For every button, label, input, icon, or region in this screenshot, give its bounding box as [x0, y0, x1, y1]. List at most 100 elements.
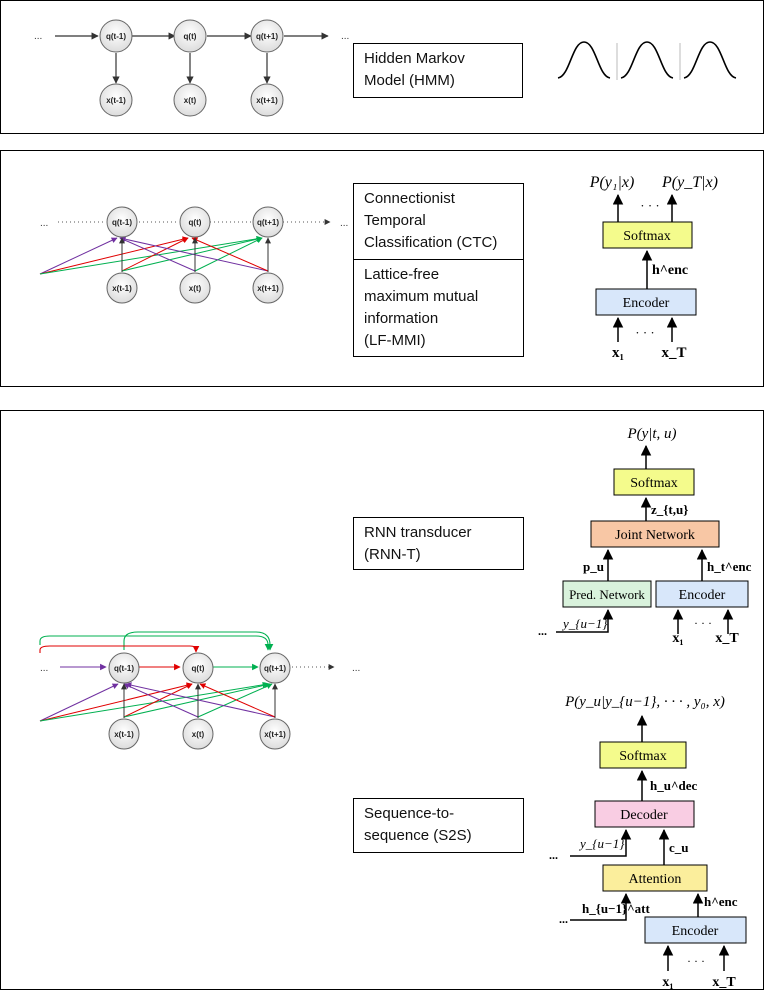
ctc-output-first: P(y₁|x)	[589, 174, 635, 191]
ctc-architecture: P(y₁|x) P(y_T|x) · · · Softmax h^enc Enc…	[589, 174, 718, 361]
rnnt-pred-label: Pred. Network	[569, 587, 645, 602]
gaussian-mixture-icon	[557, 41, 737, 80]
s2s-output: P(y_u|y_{u−1}, · · · , y₀, x)	[564, 694, 725, 710]
ctc-state-node	[252, 206, 284, 238]
ctc-state-node	[179, 206, 211, 238]
ctc-state-node	[106, 206, 138, 238]
s2s-hdec-label: h_u^dec	[650, 778, 698, 793]
e2e-graph: ... ... q(t-1) q(t) q(t+1) x(t-1) x(t) x…	[39, 631, 360, 750]
ctc-obs-node	[106, 272, 138, 304]
e2e-state-label: q(t-1)	[114, 664, 134, 673]
rnnt-ldots: ...	[538, 624, 547, 638]
hmm-obs-node	[173, 83, 207, 117]
ctc-henc-label: h^enc	[652, 263, 688, 278]
ctc-output-dots: · · ·	[640, 198, 660, 213]
ctc-graph: ... ... q(t-1) q(t) q(t+1) x(t-1) x(t) x…	[39, 206, 348, 304]
s2s-henc-label: h^enc	[704, 894, 738, 909]
rnnt-encoder-label: Encoder	[679, 588, 726, 603]
hmm-label: Hidden Markov Model (HMM)	[353, 43, 523, 98]
hmm-state-label: q(t-1)	[106, 32, 126, 41]
rnnt-yu1-label: y_{u−1}	[561, 616, 608, 631]
e2e-obs-label: x(t)	[192, 730, 205, 739]
ctc-state-label: q(t+1)	[257, 218, 279, 227]
ctc-obs-label: x(t-1)	[112, 284, 132, 293]
ctc-encoder-block	[595, 288, 697, 316]
hmm-state-label: q(t+1)	[256, 32, 278, 41]
e2e-ellipsis-right: ...	[352, 663, 360, 674]
s2s-input-first: x₁	[662, 975, 673, 990]
s2s-architecture: P(y_u|y_{u−1}, · · · , y₀, x) Softmax h_…	[549, 694, 747, 990]
ctc-input-first: x₁	[612, 345, 624, 361]
hmm-ellipsis-left: ...	[34, 31, 42, 42]
s2s-decoder-label: Decoder	[620, 808, 668, 823]
s2s-encoder-block	[644, 916, 747, 944]
s2s-input-dots: · · ·	[687, 954, 705, 968]
hmm-obs-label: x(t+1)	[256, 96, 278, 105]
e2e-obs-node	[259, 718, 291, 750]
ctc-state-label: q(t-1)	[112, 218, 132, 227]
rnnt-input-last: x_T	[715, 631, 739, 646]
rnnt-joint-block	[590, 520, 720, 548]
e2e-obs-node	[108, 718, 140, 750]
s2s-label: Sequence-to- sequence (S2S)	[353, 798, 524, 853]
hmm-obs-label: x(t)	[184, 96, 197, 105]
ctc-softmax-block	[602, 221, 693, 249]
e2e-state-label: q(t+1)	[264, 664, 286, 673]
e2e-state-label: q(t)	[192, 664, 205, 673]
s2s-attention-block	[602, 864, 708, 892]
ctc-ellipsis-left: ...	[40, 218, 48, 229]
rnnt-pu-label: p_u	[583, 559, 604, 574]
ctc-obs-node	[252, 272, 284, 304]
ctc-input-dots: · · ·	[635, 325, 655, 340]
ctc-output-last: P(y_T|x)	[661, 174, 718, 191]
rnnt-architecture: P(y|t, u) Softmax z_{t,u} Joint Network …	[538, 426, 752, 646]
s2s-yu1-label: y_{u−1}	[578, 836, 625, 851]
s2s-hatt-label: h_{u−1}^att	[582, 901, 650, 916]
hmm-state-node	[99, 19, 133, 53]
hmm-obs-label: x(t-1)	[106, 96, 126, 105]
e2e-obs-label: x(t-1)	[114, 730, 134, 739]
s2s-input-last: x_T	[712, 975, 736, 990]
hmm-state-node	[250, 19, 284, 53]
s2s-encoder-label: Encoder	[672, 924, 719, 939]
e2e-state-node	[108, 652, 140, 684]
rnnt-pred-block	[562, 580, 652, 608]
ctc-state-label: q(t)	[189, 218, 202, 227]
hmm-state-label: q(t)	[184, 32, 197, 41]
hmm-obs-node	[250, 83, 284, 117]
e2e-state-node	[182, 652, 214, 684]
rnnt-z-label: z_{t,u}	[651, 502, 688, 517]
rnnt-softmax-block	[613, 468, 695, 496]
rnnt-input-dots: · · ·	[694, 616, 712, 630]
s2s-cu-label: c_u	[669, 840, 689, 855]
s2s-ldots-bottom: ...	[559, 912, 568, 926]
ctc-softmax-label: Softmax	[623, 229, 670, 244]
s2s-attention-label: Attention	[629, 872, 682, 887]
e2e-obs-label: x(t+1)	[264, 730, 286, 739]
hmm-graph: ... ... q(t-1) q(t) q(t+1) x(t-1) x(t) x…	[34, 19, 349, 117]
ctc-label: Connectionist Temporal Classification (C…	[353, 183, 524, 260]
ctc-input-last: x_T	[661, 345, 686, 361]
ctc-obs-label: x(t)	[189, 284, 202, 293]
rnnt-label: RNN transducer (RNN-T)	[353, 517, 524, 570]
s2s-decoder-block	[594, 800, 695, 828]
ctc-encoder-label: Encoder	[623, 296, 670, 311]
e2e-obs-node	[182, 718, 214, 750]
hmm-state-node	[173, 19, 207, 53]
rnnt-ht-label: h_t^enc	[707, 559, 752, 574]
lfmmi-label: Lattice-free maximum mutual information …	[353, 259, 524, 357]
hmm-ellipsis-right: ...	[341, 31, 349, 42]
ctc-ellipsis-right: ...	[340, 218, 348, 229]
rnnt-input-first: x₁	[672, 631, 683, 646]
e2e-ellipsis-left: ...	[40, 663, 48, 674]
s2s-ldots-top: ...	[549, 848, 558, 862]
e2e-state-node	[259, 652, 291, 684]
rnnt-joint-label: Joint Network	[615, 528, 695, 543]
rnnt-softmax-label: Softmax	[630, 476, 677, 491]
s2s-softmax-label: Softmax	[619, 749, 666, 764]
ctc-obs-node	[179, 272, 211, 304]
rnnt-output: P(y|t, u)	[626, 426, 676, 442]
rnnt-encoder-block	[655, 580, 749, 608]
ctc-obs-label: x(t+1)	[257, 284, 279, 293]
